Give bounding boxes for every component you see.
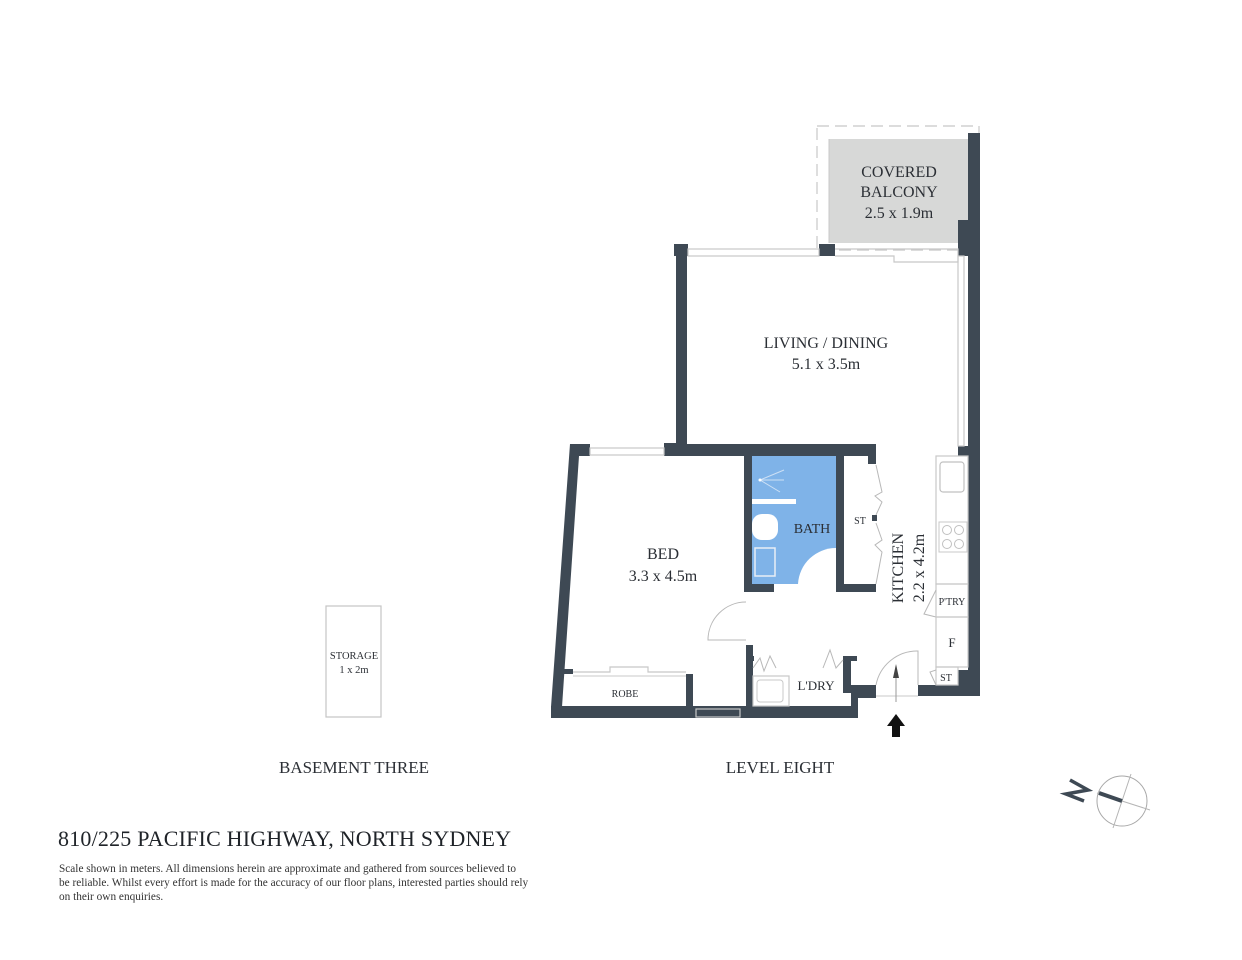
walls xyxy=(551,133,980,718)
entry-door xyxy=(875,650,919,702)
balcony-floor xyxy=(829,139,968,243)
store-kitchen-label: ST xyxy=(940,673,952,684)
bed-label: BED xyxy=(647,546,679,563)
robe-label: ROBE xyxy=(612,689,639,700)
pantry-label: P'TRY xyxy=(939,597,966,608)
balcony-label-2: BALCONY xyxy=(860,184,938,201)
store-bifold-door xyxy=(874,464,883,585)
robe: ROBE xyxy=(573,666,686,700)
property-address: 810/225 PACIFIC HIGHWAY, NORTH SYDNEY xyxy=(58,826,512,851)
storage-label: STORAGE xyxy=(330,651,378,662)
storage-size: 1 x 2m xyxy=(339,665,368,676)
laundry-label: L'DRY xyxy=(797,678,835,693)
living-label: LIVING / DINING xyxy=(764,335,889,352)
laundry: L'DRY xyxy=(752,648,844,707)
bed-size: 3.3 x 4.5m xyxy=(629,568,698,585)
cooktop xyxy=(938,521,968,553)
entry-arrow-icon xyxy=(887,714,905,737)
kitchen: P'TRY F ST KITCHEN 2.2 x 4.2m xyxy=(890,455,969,686)
kitchen-label: KITCHEN xyxy=(890,532,907,603)
balcony-area: COVERED BALCONY 2.5 x 1.9m xyxy=(816,125,980,251)
north-compass-icon xyxy=(1059,773,1151,829)
balcony-label: COVERED xyxy=(861,164,937,181)
kitchen-sink xyxy=(939,461,965,493)
level-label-basement: BASEMENT THREE xyxy=(279,758,429,777)
storage-area: STORAGE 1 x 2m xyxy=(325,605,382,718)
disclaimer-text: Scale shown in meters. All dimensions he… xyxy=(59,863,529,903)
bed-door xyxy=(707,601,747,641)
kitchen-size: 2.2 x 4.2m xyxy=(911,533,928,602)
living-size: 5.1 x 3.5m xyxy=(792,356,861,373)
fridge-label: F xyxy=(948,635,955,650)
windows xyxy=(589,248,965,718)
balcony-size: 2.5 x 1.9m xyxy=(865,205,934,222)
bath-label: BATH xyxy=(794,522,831,537)
level-label-level-eight: LEVEL EIGHT xyxy=(726,758,835,777)
store-hall-label: ST xyxy=(854,516,866,527)
bathroom: BATH xyxy=(752,456,836,584)
